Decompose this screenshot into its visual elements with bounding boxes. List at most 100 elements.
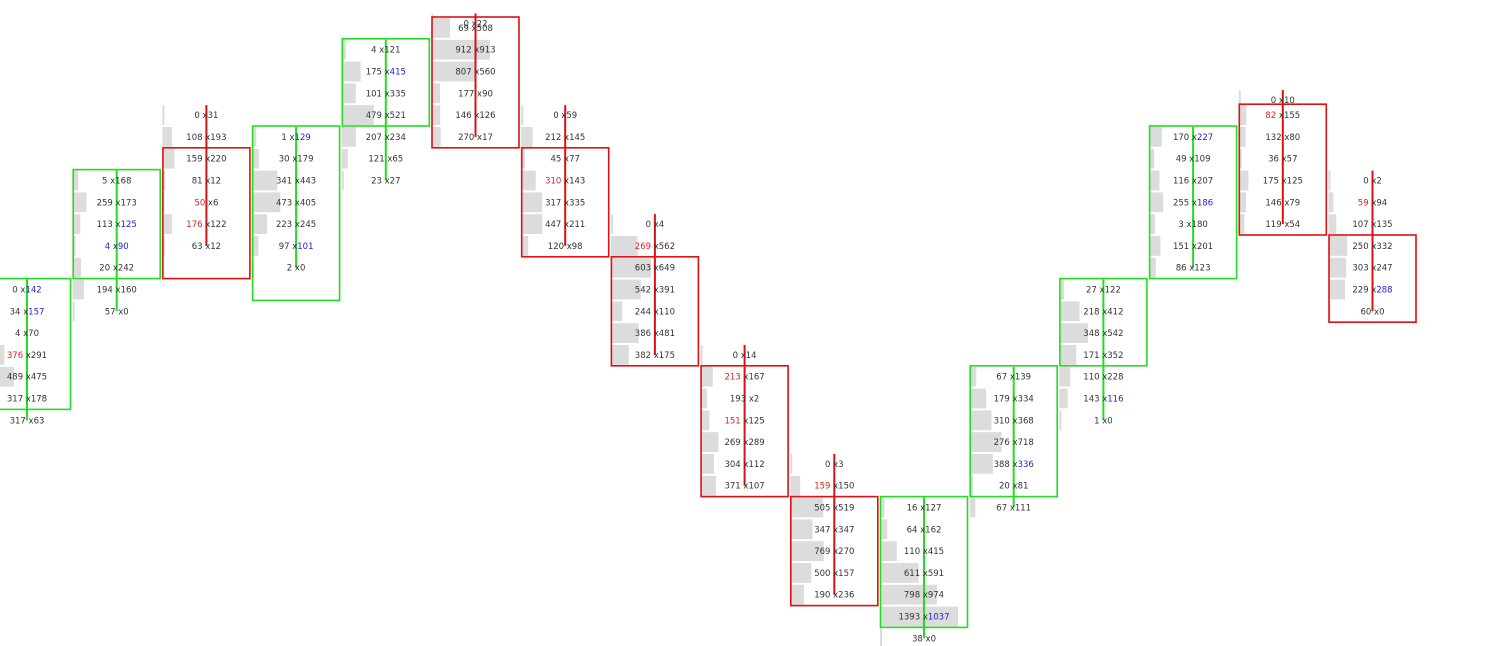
volume-bar [790,454,793,474]
bid-value: 207 [366,133,382,143]
candle-body [251,125,341,302]
separator: x [1369,242,1377,252]
volume-bar [1149,214,1155,234]
ask-value: 368 [1018,416,1034,426]
separator: x [1100,307,1108,317]
cell-label: 116 x207 [1173,177,1213,187]
cell-label: 371 x107 [724,482,764,492]
ask-value: 77 [569,155,580,165]
cell-label: 269 x289 [724,438,764,448]
ask-value: 521 [390,111,406,121]
volume-bar [880,628,882,646]
volume-bar [72,301,75,322]
cell-label: 175 x415 [366,68,406,78]
cell-label: 223 x245 [276,220,316,230]
bid-value: 0 [464,20,469,30]
bid-value: 57 [105,307,116,317]
bid-value: 304 [724,460,740,470]
ask-value: 207 [1197,177,1213,187]
volume-bar [72,279,85,300]
separator: x [113,220,121,230]
cell-label: 255 x186 [1173,198,1213,208]
separator: x [474,89,482,99]
bid-value: 4 [105,242,110,252]
cell-label: 60 x0 [1361,307,1385,317]
separator: x [651,351,659,361]
volume-bar [700,388,707,409]
separator: x [472,111,480,121]
cell-label: 4 x121 [371,46,400,56]
bid-value: 67 [996,504,1007,514]
cell-label: 49 x109 [1176,155,1211,165]
volume-bar [431,105,441,125]
bid-value: 30 [279,155,290,165]
cell-label: 4 x90 [105,242,129,252]
volume-bar [341,83,356,104]
ask-value: 150 [838,482,854,492]
bid-value: 303 [1352,264,1368,274]
ask-value: 112 [748,460,764,470]
ask-value: 335 [390,89,406,99]
separator: x [746,395,754,405]
separator: x [1100,373,1108,383]
ask-value: 63 [34,416,45,426]
bid-value: 38 [912,634,923,644]
cell-label: 317 x335 [545,198,585,208]
ask-value: 335 [569,198,585,208]
volume-bar [72,170,79,191]
separator: x [651,286,659,296]
cell-label: 0 x4 [646,220,665,230]
volume-bar [1149,192,1164,213]
separator: x [203,133,211,143]
volume-bar [1328,279,1346,300]
ask-value: 157 [28,307,44,317]
separator: x [830,482,838,492]
ask-value: 234 [390,133,406,143]
cell-label: 798 x974 [904,591,944,601]
candle-body [341,37,431,127]
cell-label: 120 x98 [548,242,583,252]
separator: x [1189,198,1197,208]
candle-body [1148,125,1238,280]
cell-label: 119 x54 [1265,220,1300,230]
volume-bar [880,497,885,518]
volume-bar [1059,366,1071,387]
separator: x [107,177,115,187]
ask-value: 129 [295,133,311,143]
ask-value: 110 [659,307,675,317]
volume-bar [880,584,937,605]
separator: x [1100,395,1108,405]
ask-value: 126 [479,111,495,121]
ask-value: 718 [1018,438,1034,448]
ask-value: 0 [300,264,305,274]
separator: x [203,242,211,252]
separator: x [113,198,121,208]
ask-value: 334 [1018,395,1034,405]
cell-label: 611 x591 [904,569,944,579]
ask-value: 291 [31,351,47,361]
separator: x [651,220,659,230]
separator: x [741,438,749,448]
bid-value: 16 [907,504,918,514]
bid-value: 270 [458,133,474,143]
separator: x [1282,220,1290,230]
cell-label: 341 x443 [276,177,316,187]
volume-bar [610,257,652,278]
separator: x [292,220,300,230]
bid-value: 20 [99,264,110,274]
bid-value: 170 [1173,133,1189,143]
volume-bar [1238,105,1247,125]
cell-label: 170 x227 [1173,133,1213,143]
cell-label: 4 x70 [15,329,39,339]
bid-value: 175 [1263,177,1279,187]
volume-bar [72,214,81,234]
bid-value: 116 [1173,177,1189,187]
volume-bar [162,214,172,234]
bid-value: 347 [814,525,830,535]
volume-bar [1059,279,1065,300]
cell-label: 193 x2 [730,395,759,405]
separator: x [1010,482,1018,492]
